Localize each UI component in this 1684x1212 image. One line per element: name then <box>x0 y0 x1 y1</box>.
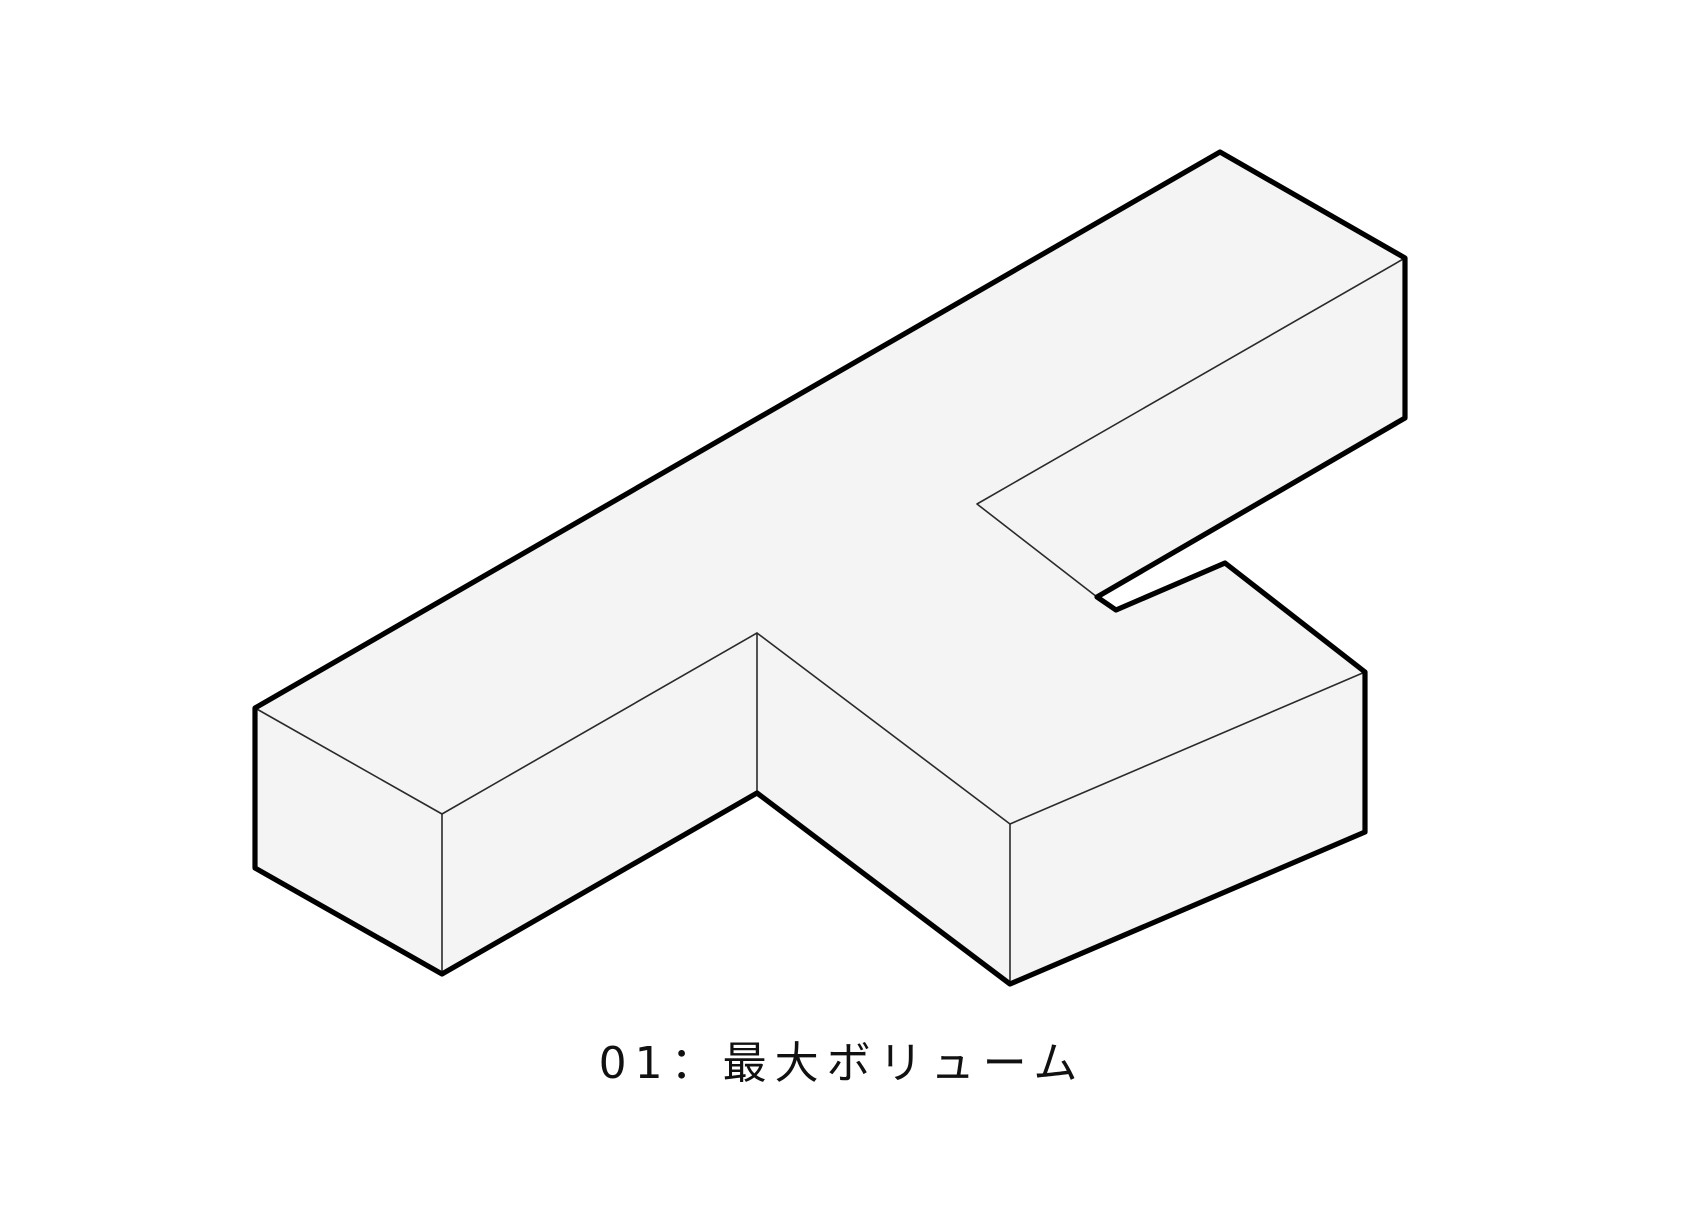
volume-top-face <box>255 152 1405 824</box>
volume-front-right-face <box>1010 672 1365 984</box>
volume-left-end-face <box>255 708 442 974</box>
volume-wing-end-face <box>977 258 1405 597</box>
volume-silhouette <box>252 149 1408 987</box>
volume-front-left-face <box>442 633 757 974</box>
volume-front-middle-face <box>757 633 1010 984</box>
volume-notch-edges <box>976 257 1406 598</box>
diagram-caption: 01：最大ボリューム <box>598 1038 1086 1089</box>
